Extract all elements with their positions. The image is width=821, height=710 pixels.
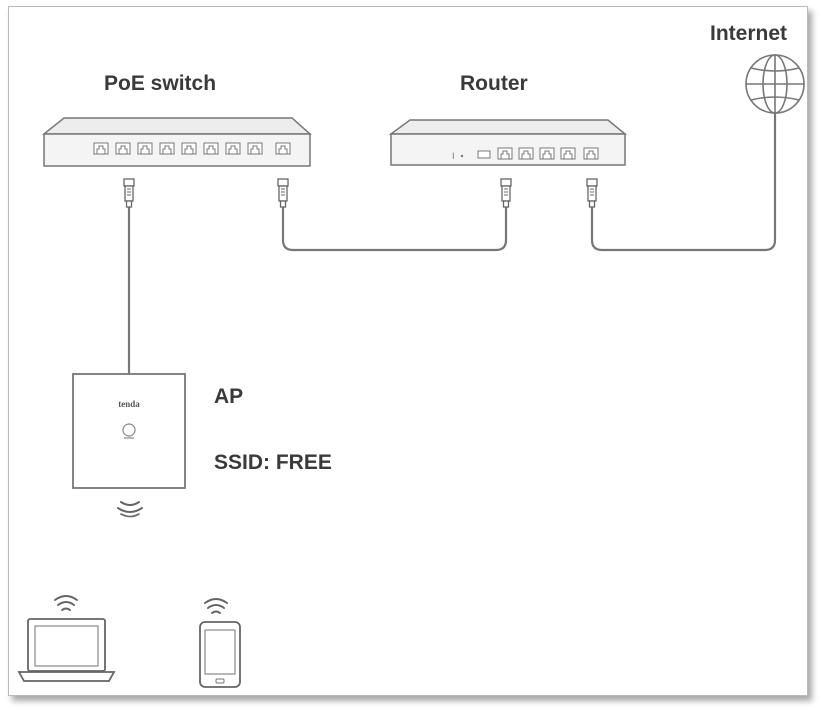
laptop-icon (17, 618, 116, 682)
router-label: Router (460, 72, 528, 95)
ap-wifi-signal-icon (117, 501, 143, 518)
poe-switch (41, 117, 312, 167)
ap-brand-logo: tenda (118, 399, 140, 409)
router: I (388, 119, 628, 166)
ap-indicator-icon (122, 423, 136, 439)
globe-icon (745, 54, 805, 114)
cable-connectors (123, 178, 598, 208)
laptop-wifi-icon (54, 595, 78, 611)
phone-wifi-icon (204, 598, 228, 614)
cables (127, 112, 777, 374)
poe-switch-label: PoE switch (104, 72, 217, 95)
internet-label: Internet (710, 22, 788, 45)
poe-switch-ports (93, 142, 291, 155)
cable-switch-to-router (281, 207, 508, 252)
ssid-label: SSID: FREE (214, 451, 332, 474)
smartphone-icon (199, 621, 241, 688)
svg-text:I: I (452, 151, 455, 161)
cable-router-to-internet (590, 112, 777, 252)
ap-label: AP (214, 385, 244, 408)
access-point: tenda (72, 373, 186, 489)
